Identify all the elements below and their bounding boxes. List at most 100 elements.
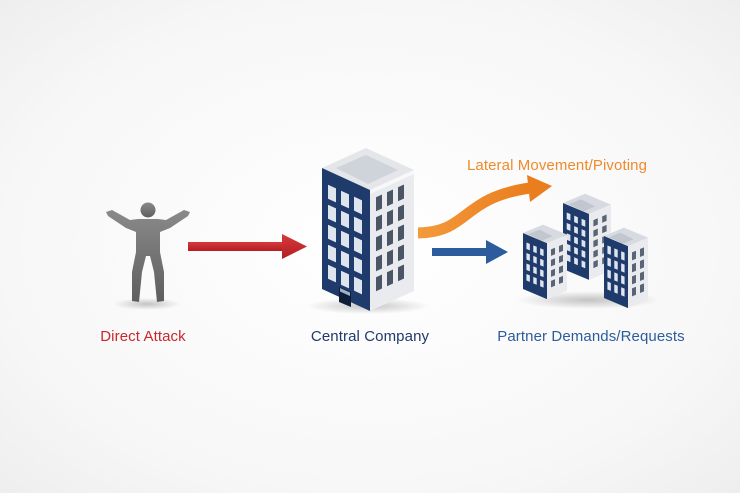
- window: [632, 286, 636, 297]
- window: [387, 249, 393, 267]
- window: [540, 258, 544, 267]
- window: [551, 268, 555, 277]
- window: [574, 257, 578, 266]
- lateral-movement-arrow: [417, 175, 552, 239]
- window: [574, 246, 578, 255]
- direct-attack-label: Direct Attack: [100, 328, 186, 345]
- window: [607, 245, 611, 255]
- window: [533, 255, 537, 264]
- window: [581, 229, 586, 238]
- window: [387, 209, 393, 227]
- window: [614, 272, 618, 282]
- window: [602, 224, 607, 234]
- window: [566, 212, 571, 221]
- window: [398, 224, 404, 242]
- window: [398, 184, 404, 202]
- window: [341, 210, 349, 229]
- window: [354, 276, 362, 295]
- window: [526, 263, 530, 272]
- window: [387, 269, 393, 287]
- window: [341, 250, 349, 269]
- window: [593, 259, 598, 269]
- window: [640, 271, 644, 282]
- window: [621, 287, 625, 297]
- window: [574, 236, 578, 245]
- partner-building-roof-detail: [609, 232, 634, 244]
- window: [540, 269, 544, 278]
- window: [593, 249, 598, 258]
- window: [376, 214, 382, 232]
- window: [526, 273, 530, 282]
- window: [581, 250, 586, 258]
- window: [614, 260, 618, 270]
- window: [614, 248, 618, 258]
- window: [640, 247, 644, 258]
- window: [574, 215, 578, 224]
- window: [607, 281, 611, 291]
- window: [593, 228, 598, 237]
- window: [376, 234, 382, 252]
- window: [328, 224, 336, 243]
- window: [566, 254, 571, 263]
- window: [602, 214, 607, 223]
- window: [640, 259, 644, 270]
- partner-demands-arrow: [432, 240, 508, 264]
- partner-building-side: [547, 234, 567, 300]
- window: [559, 254, 563, 264]
- partner-buildings-icon: [516, 193, 660, 309]
- window: [341, 270, 349, 289]
- window: [526, 242, 530, 251]
- window: [607, 269, 611, 279]
- window: [398, 204, 404, 222]
- window: [632, 250, 636, 261]
- window: [614, 284, 618, 294]
- partner-demands-label: Partner Demands/Requests: [497, 328, 685, 345]
- partner-building-roof-detail: [568, 199, 596, 212]
- window: [621, 263, 625, 273]
- window: [526, 252, 530, 261]
- window: [354, 216, 362, 235]
- window: [328, 264, 336, 283]
- window: [341, 190, 349, 209]
- window: [328, 204, 336, 223]
- direct-attack-arrow: [188, 234, 307, 259]
- window: [533, 276, 537, 285]
- partner-building-side: [628, 237, 648, 309]
- window: [551, 247, 555, 256]
- window: [566, 233, 571, 242]
- window: [621, 275, 625, 285]
- window: [387, 189, 393, 207]
- window: [376, 254, 382, 272]
- window: [354, 256, 362, 275]
- window: [376, 274, 382, 292]
- partner-building-roof-detail: [528, 229, 553, 241]
- window: [559, 244, 563, 253]
- window: [354, 196, 362, 215]
- window: [551, 258, 555, 267]
- window: [540, 248, 544, 257]
- window: [533, 245, 537, 254]
- window: [593, 239, 598, 248]
- window: [551, 279, 555, 288]
- window: [328, 184, 336, 203]
- window: [632, 274, 636, 285]
- window: [398, 264, 404, 282]
- window: [328, 244, 336, 263]
- window: [581, 239, 586, 248]
- window: [621, 251, 625, 261]
- window: [341, 230, 349, 249]
- central-company-building-icon: [306, 148, 430, 314]
- window: [581, 260, 586, 269]
- window: [387, 229, 393, 247]
- window: [354, 236, 362, 255]
- window: [540, 279, 544, 288]
- window: [640, 283, 644, 294]
- window: [607, 257, 611, 267]
- window: [398, 244, 404, 262]
- lateral-movement-label: Lateral Movement/Pivoting: [466, 157, 648, 174]
- person-icon: [106, 202, 190, 310]
- window: [533, 266, 537, 275]
- window: [559, 265, 563, 274]
- window: [632, 262, 636, 273]
